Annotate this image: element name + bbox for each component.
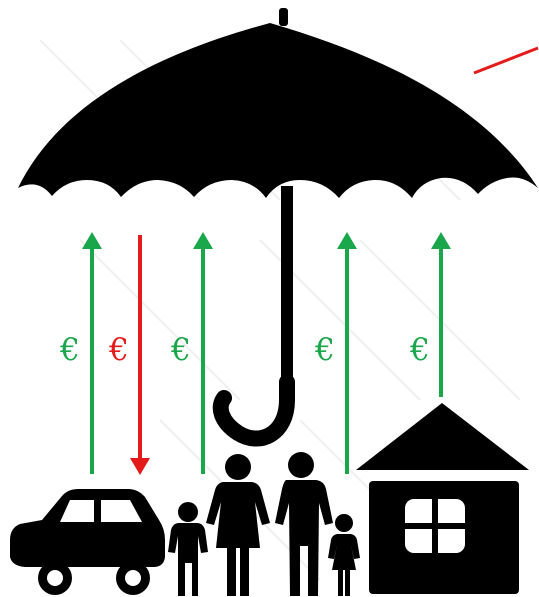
house-icon (356, 403, 529, 594)
man-icon (275, 452, 333, 596)
euro-label-car-red: € (108, 332, 129, 368)
car-icon (10, 489, 165, 595)
arrowhead-up-family-right (337, 232, 357, 249)
child-left-icon (168, 502, 208, 596)
arrowhead-up-car (82, 232, 102, 249)
child-right-icon (328, 514, 360, 596)
arrowhead-up-house (431, 232, 451, 249)
umbrella-icon (18, 8, 538, 383)
euro-label-car-green: € (59, 332, 80, 368)
arrowhead-down-car (130, 458, 150, 475)
red-accent-line (474, 48, 538, 73)
euro-label-family-right: € (314, 332, 335, 368)
arrowhead-up-family-left (193, 232, 213, 249)
euro-label-house: € (409, 332, 430, 368)
euro-label-family-left: € (170, 332, 191, 368)
